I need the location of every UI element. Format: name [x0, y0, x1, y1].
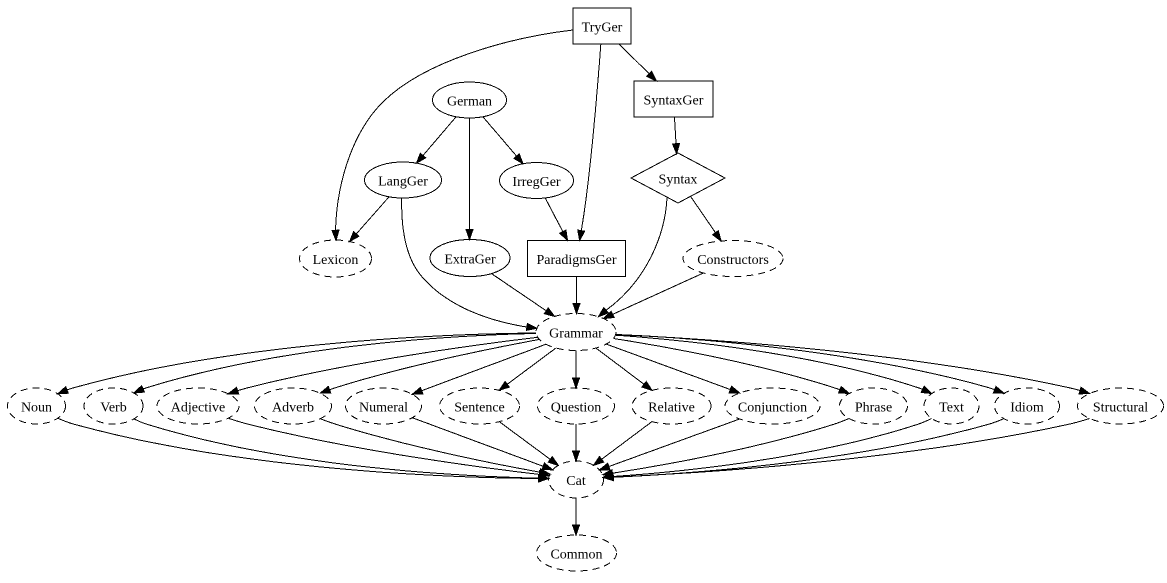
svg-text:Idiom: Idiom: [1010, 401, 1044, 416]
svg-text:Adjective: Adjective: [171, 401, 225, 416]
svg-text:Syntax: Syntax: [659, 173, 698, 188]
svg-text:ParadigmsGer: ParadigmsGer: [536, 253, 616, 268]
svg-text:Noun: Noun: [21, 401, 52, 416]
svg-text:Lexicon: Lexicon: [313, 253, 359, 268]
svg-text:SyntaxGer: SyntaxGer: [644, 94, 704, 109]
svg-text:Adverb: Adverb: [272, 401, 314, 416]
svg-text:LangGer: LangGer: [378, 175, 428, 190]
svg-text:Verb: Verb: [100, 401, 126, 416]
svg-text:Cat: Cat: [566, 474, 586, 489]
svg-text:Text: Text: [939, 401, 964, 416]
svg-text:Constructors: Constructors: [697, 253, 769, 268]
svg-text:Common: Common: [550, 548, 602, 563]
svg-text:Grammar: Grammar: [549, 327, 603, 342]
svg-text:Sentence: Sentence: [454, 401, 505, 416]
svg-text:Relative: Relative: [648, 401, 695, 416]
svg-text:Structural: Structural: [1093, 401, 1148, 416]
svg-text:ExtraGer: ExtraGer: [444, 253, 496, 268]
svg-text:Phrase: Phrase: [855, 401, 892, 416]
svg-text:IrregGer: IrregGer: [512, 175, 561, 190]
svg-text:Numeral: Numeral: [359, 401, 408, 416]
svg-text:TryGer: TryGer: [582, 21, 623, 36]
svg-text:Question: Question: [551, 401, 602, 416]
svg-text:Conjunction: Conjunction: [738, 401, 807, 416]
svg-text:German: German: [447, 95, 492, 110]
